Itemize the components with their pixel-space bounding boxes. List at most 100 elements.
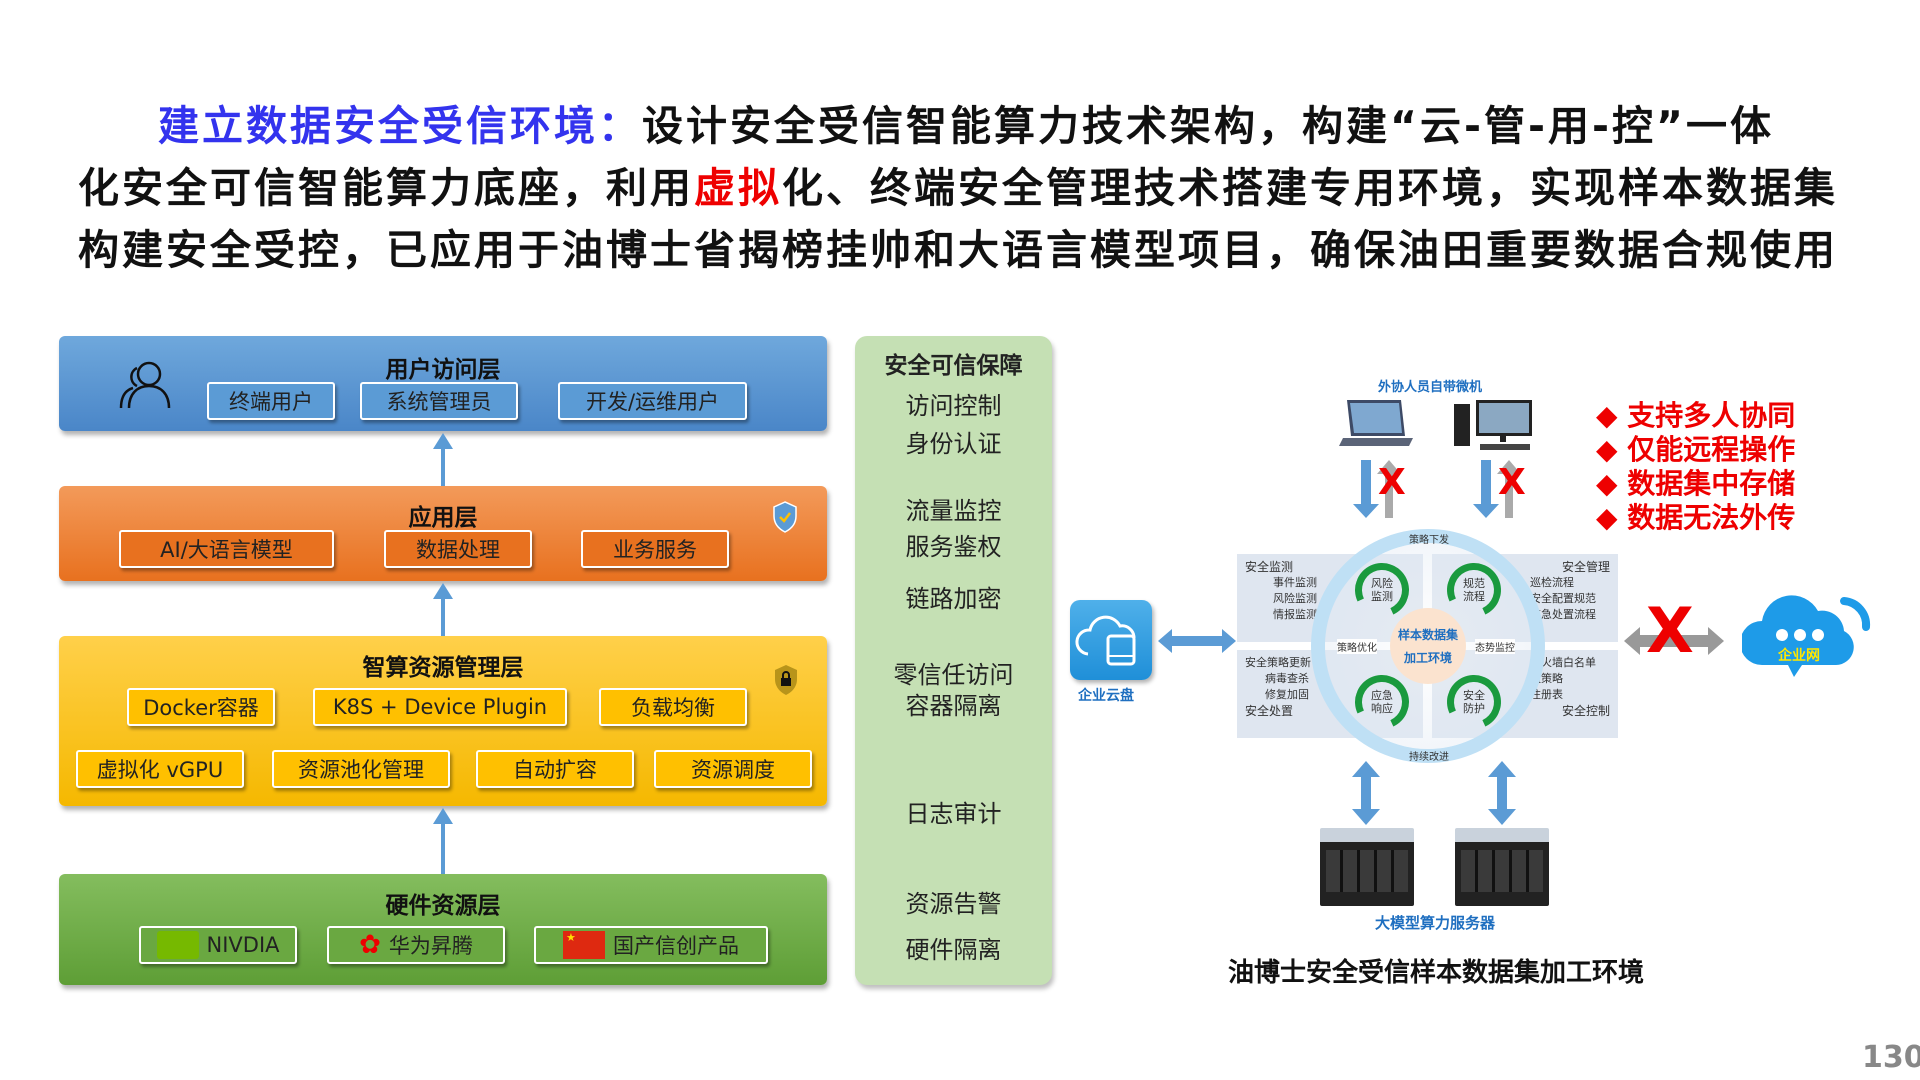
user-access-layer: 用户访问层 终端用户 系统管理员 开发/运维用户 bbox=[59, 336, 827, 431]
server-icon bbox=[1320, 828, 1414, 906]
servers-label: 大模型算力服务器 bbox=[1375, 914, 1496, 932]
chip-docker: Docker容器 bbox=[127, 688, 275, 726]
layer-title: 应用层 bbox=[408, 505, 478, 531]
lock-shield-icon bbox=[775, 665, 797, 695]
quadrant-item: 病毒查杀 bbox=[1265, 672, 1309, 685]
security-item: 身份认证 bbox=[905, 430, 1002, 458]
external-pc-label: 外协人员自带微机 bbox=[1378, 380, 1483, 395]
chip-huawei: ✿ 华为昇腾 bbox=[327, 926, 505, 964]
quadrant-item: 安全配置规范 bbox=[1530, 592, 1596, 605]
quadrant-item: 风险监测 bbox=[1273, 592, 1317, 605]
chip-label: NIVDIA bbox=[206, 933, 280, 957]
quadrant-title: 安全监测 bbox=[1245, 560, 1294, 574]
quadrant-title: 安全处置 bbox=[1245, 704, 1294, 718]
title-line-3: 构建安全受控，已应用于油博士省揭榜挂帅和大语言模型项目，确保油田重要数据合规使用 bbox=[78, 226, 1838, 274]
laptop-icon bbox=[1339, 400, 1413, 446]
center-text: 加工环境 bbox=[1403, 651, 1452, 665]
huawei-logo-icon: ✿ bbox=[359, 930, 381, 960]
chip-vgpu: 虚拟化 vGPU bbox=[76, 750, 244, 788]
quadrant-item: 事件监测 bbox=[1273, 576, 1317, 589]
chip-devops-user: 开发/运维用户 bbox=[558, 382, 747, 420]
security-item: 访问控制 bbox=[905, 392, 1002, 420]
security-item: 硬件隔离 bbox=[905, 936, 1002, 964]
cloud-disk-label: 企业云盘 bbox=[1078, 688, 1134, 704]
title-text: 设计安全受信智能算力技术架构，构建“云-管-用-控”一体 bbox=[642, 102, 1774, 150]
chip-data-processing: 数据处理 bbox=[384, 530, 532, 568]
blocked-x-mark: X bbox=[1646, 594, 1694, 667]
security-item: 日志审计 bbox=[905, 800, 1002, 828]
center-text: 样本数据集 bbox=[1397, 628, 1458, 642]
bullet-text: 支持多人协同 bbox=[1627, 399, 1796, 432]
page-number: 130 bbox=[1862, 1040, 1920, 1075]
title-line-1: 建立数据安全受信环境：设计安全受信智能算力技术架构，构建“云-管-用-控”一体 bbox=[158, 92, 1920, 152]
chip-sys-admin: 系统管理员 bbox=[360, 382, 518, 420]
security-item: 资源告警 bbox=[905, 890, 1002, 918]
title-highlight: 建立数据安全受信环境： bbox=[158, 102, 642, 150]
title-line-2: 化安全可信智能算力底座，利用虚拟化、终端安全管理技术搭建专用环境，实现样本数据集 bbox=[78, 154, 1858, 214]
title-text: 化安全可信智能算力底座，利用 bbox=[78, 164, 694, 212]
bullet-text: 数据无法外传 bbox=[1627, 501, 1796, 534]
quadrant-item: 安全策略更新 bbox=[1245, 656, 1311, 669]
enterprise-net-icon: 企业网 bbox=[1740, 585, 1877, 680]
ring-label-left: 策略优化 bbox=[1337, 639, 1377, 654]
layer-title: 用户访问层 bbox=[385, 357, 501, 383]
chip-resource-pool: 资源池化管理 bbox=[272, 750, 450, 788]
down-arrow-icon bbox=[1473, 460, 1521, 518]
security-item: 流量监控 bbox=[905, 497, 1002, 525]
title-text: 化、终端安全管理技术搭建专用环境，实现样本数据集 bbox=[782, 164, 1838, 212]
feature-bullet: ◆ 仅能远程操作 bbox=[1596, 433, 1796, 466]
quadrant-item: 注册表 bbox=[1530, 688, 1563, 701]
title-red-text: 虚拟 bbox=[694, 164, 782, 212]
double-arrow-icon bbox=[1158, 629, 1236, 653]
desktop-pc-icon bbox=[1454, 400, 1532, 450]
blocked-arrow-icon bbox=[1624, 627, 1724, 655]
diagram-caption: 油博士安全受信样本数据集加工环境 bbox=[1228, 958, 1645, 988]
arrow-up bbox=[433, 583, 453, 636]
application-layer: 应用层 AI/大语言模型 数据处理 业务服务 bbox=[59, 486, 827, 581]
security-item: 链路加密 bbox=[905, 585, 1002, 613]
nvidia-logo-icon bbox=[156, 931, 199, 959]
security-item: 容器隔离 bbox=[905, 692, 1002, 720]
security-item: 零信任访问 bbox=[893, 661, 1014, 689]
center-circle: 样本数据集加工环境 bbox=[1390, 608, 1466, 684]
server-icon bbox=[1455, 828, 1549, 906]
chip-nvidia: NIVDIA bbox=[139, 926, 297, 964]
feature-bullet: ◆ 数据集中存储 bbox=[1596, 467, 1796, 500]
shield-check-icon bbox=[773, 501, 797, 533]
bullet-text: 数据集中存储 bbox=[1627, 467, 1796, 500]
quadrant-item: 情报监测 bbox=[1273, 608, 1317, 621]
security-item: 服务鉴权 bbox=[905, 533, 1002, 561]
ring-label-top: 策略下发 bbox=[1409, 535, 1449, 546]
arrow-up bbox=[433, 433, 453, 486]
chip-load-balance: 负载均衡 bbox=[599, 688, 747, 726]
chip-auto-scale: 自动扩容 bbox=[476, 750, 634, 788]
hardware-layer: 硬件资源层 NIVDIA ✿华为昇腾 ★国产信创产品 bbox=[59, 874, 827, 985]
quadrant-item: 巡检流程 bbox=[1530, 576, 1574, 589]
chip-label: 国产信创产品 bbox=[613, 934, 739, 958]
arrow-up bbox=[433, 808, 453, 874]
blocked-x-mark: X bbox=[1378, 462, 1406, 503]
blocked-x-mark: X bbox=[1498, 462, 1526, 503]
ring-label-bottom: 持续改进 bbox=[1409, 752, 1449, 763]
ring-label-right: 态势监控 bbox=[1475, 639, 1515, 654]
layer-title: 智算资源管理层 bbox=[362, 655, 524, 681]
feature-bullet: ◆ 支持多人协同 bbox=[1596, 399, 1796, 432]
feature-bullet: ◆ 数据无法外传 bbox=[1596, 501, 1796, 534]
chip-k8s: K8S + Device Plugin bbox=[313, 688, 567, 726]
bidirectional-arrow bbox=[1352, 761, 1380, 825]
chip-business-service: 业务服务 bbox=[581, 530, 729, 568]
chip-scheduling: 资源调度 bbox=[654, 750, 812, 788]
security-title: 安全可信保障 bbox=[884, 353, 1023, 379]
chip-ai-llm: AI/大语言模型 bbox=[119, 530, 334, 568]
quadrant-item: 防火墙白名单 bbox=[1530, 656, 1596, 669]
chip-domestic: ★ 国产信创产品 bbox=[534, 926, 768, 964]
enterprise-net-label: 企业网 bbox=[1778, 648, 1820, 664]
chip-label: 华为昇腾 bbox=[388, 934, 473, 958]
bullet-text: 仅能远程操作 bbox=[1627, 433, 1796, 466]
cloud-disk-icon[interactable] bbox=[1070, 600, 1152, 680]
china-flag-icon: ★ bbox=[563, 931, 605, 959]
quadrant-title: 安全控制 bbox=[1561, 704, 1610, 718]
security-cycle-diagram: 安全监测事件监测风险监测情报监测 安全管理巡检流程安全配置规范应急处置流程 安全… bbox=[1237, 529, 1618, 763]
quadrant-item: 修复加固 bbox=[1265, 688, 1309, 701]
chip-terminal-user: 终端用户 bbox=[207, 382, 335, 420]
